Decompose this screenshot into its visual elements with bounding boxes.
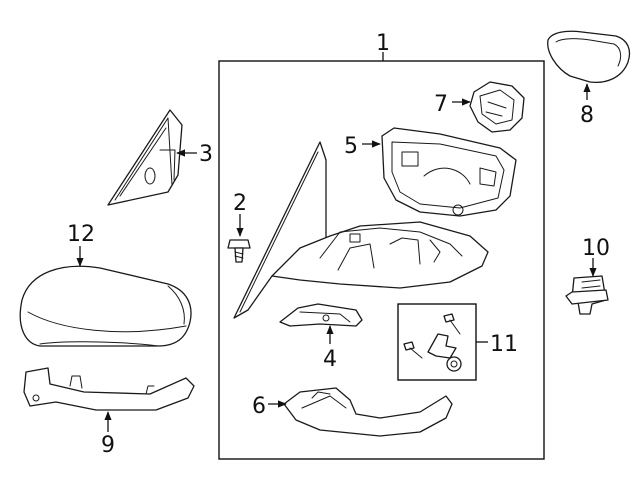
- part-10-lamp-socket: [565, 275, 609, 315]
- callout-4: 4: [323, 347, 337, 372]
- callout-1: 1: [376, 31, 390, 56]
- callout-12: 12: [67, 222, 95, 247]
- part-2-screw: [227, 239, 251, 263]
- part-5-housing-frame: [381, 127, 517, 217]
- part-4-bracket: [279, 303, 363, 327]
- part-3-sail-cover: [107, 109, 183, 206]
- part-11-hardware-kit: [403, 313, 462, 372]
- callout-3: 3: [199, 142, 213, 167]
- callout-11: 11: [490, 332, 518, 357]
- part-9-trim-strip: [23, 367, 195, 411]
- callout-10: 10: [582, 236, 610, 261]
- callout-2: 2: [233, 191, 247, 216]
- callout-5: 5: [344, 134, 358, 159]
- callout-8: 8: [580, 103, 594, 128]
- part-1-mirror-body: [233, 141, 489, 319]
- part-7-mirror-motor: [469, 81, 525, 133]
- part-6-lower-trim: [283, 387, 453, 437]
- callout-9: 9: [101, 433, 115, 458]
- callout-6: 6: [252, 394, 266, 419]
- part-8-mirror-glass: [547, 30, 631, 84]
- assembly-frame: [218, 60, 545, 460]
- callout-7: 7: [434, 92, 448, 117]
- part-12-mirror-cap: [19, 265, 192, 347]
